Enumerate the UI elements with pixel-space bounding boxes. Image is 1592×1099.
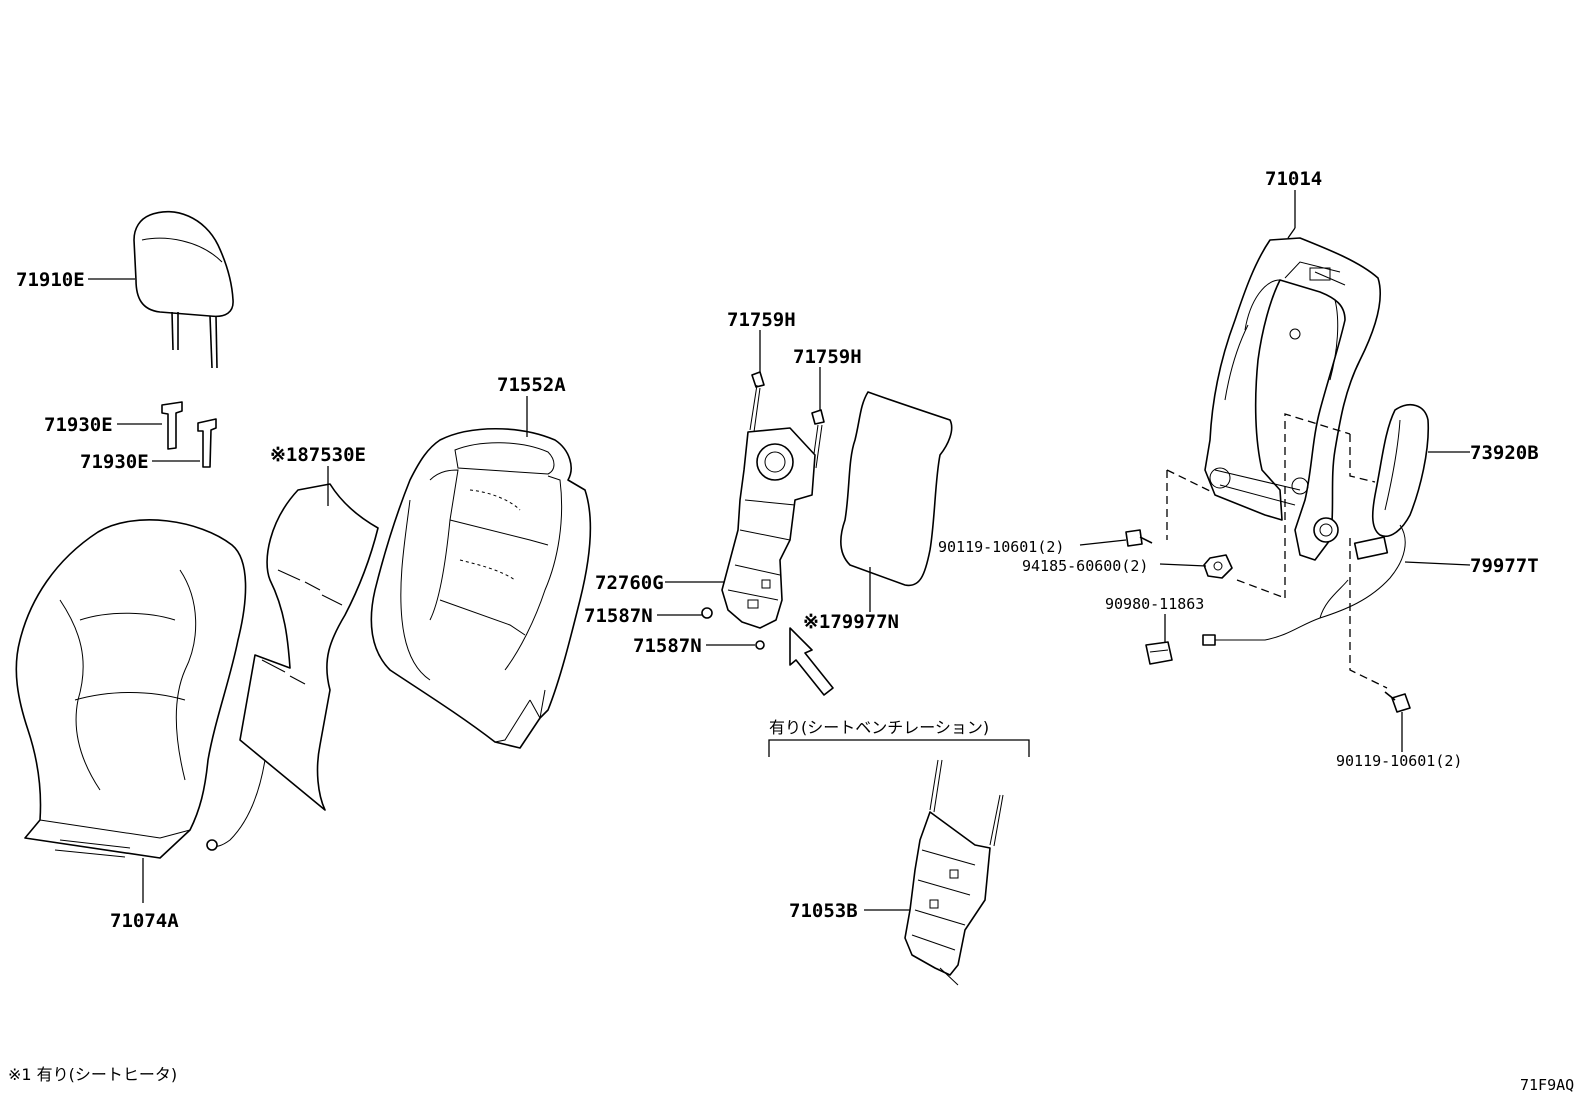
headrest-part[interactable] — [133, 210, 234, 369]
reference-arrow — [789, 627, 834, 696]
clip-part[interactable] — [751, 371, 825, 425]
callout-72760G: 72760G — [595, 572, 664, 594]
nut-part[interactable] — [701, 607, 765, 650]
seat-heater-part[interactable] — [206, 483, 379, 851]
ventilation-option-note: 有り(シートベンチレーション) — [769, 718, 989, 737]
diagram-code: 71F9AQ — [1520, 1076, 1574, 1094]
callout-187530E: ※187530E — [270, 444, 366, 466]
ventilation-bracket-part[interactable] — [721, 384, 823, 629]
side-support-part[interactable] — [1371, 404, 1430, 537]
callout-71587N-a: 71587N — [584, 605, 653, 627]
callout-71759H-b: 71759H — [793, 346, 862, 368]
seat-back-cover-part[interactable] — [15, 519, 247, 859]
callout-94185-60600: 94185-60600(2) — [1022, 557, 1148, 575]
callout-71074A: 71074A — [110, 910, 179, 932]
callout-90119-10601-b: 90119-10601(2) — [1336, 752, 1462, 770]
bolt-part-lower[interactable] — [1384, 691, 1411, 713]
callout-71759H-a: 71759H — [727, 309, 796, 331]
callout-79977T: 79977T — [1470, 555, 1539, 577]
flange-nut-part[interactable] — [1203, 554, 1233, 579]
heater-footnote: ※1 有り(シートヒータ) — [8, 1065, 177, 1084]
connector-part[interactable] — [1145, 641, 1173, 665]
ventilation-frame-part[interactable] — [904, 759, 1004, 986]
seat-back-pad-part[interactable] — [370, 427, 592, 749]
callout-179977N: ※179977N — [803, 611, 899, 633]
callout-71930E-a: 71930E — [44, 414, 113, 436]
callout-90119-10601-a: 90119-10601(2) — [938, 538, 1064, 556]
callout-71552A: 71552A — [497, 374, 566, 396]
seat-pad-part[interactable] — [840, 391, 953, 587]
callout-71014: 71014 — [1265, 168, 1322, 190]
callout-71053B: 71053B — [789, 900, 858, 922]
headrest-guide-part[interactable] — [161, 401, 217, 468]
callout-71910E: 71910E — [16, 269, 85, 291]
bolt-part[interactable] — [1125, 529, 1153, 547]
callout-71587N-b: 71587N — [633, 635, 702, 657]
callout-90980-11863: 90980-11863 — [1105, 595, 1204, 613]
callout-71930E-b: 71930E — [80, 451, 149, 473]
seat-back-frame-part[interactable] — [1204, 237, 1382, 561]
callout-73920B: 73920B — [1470, 442, 1539, 464]
